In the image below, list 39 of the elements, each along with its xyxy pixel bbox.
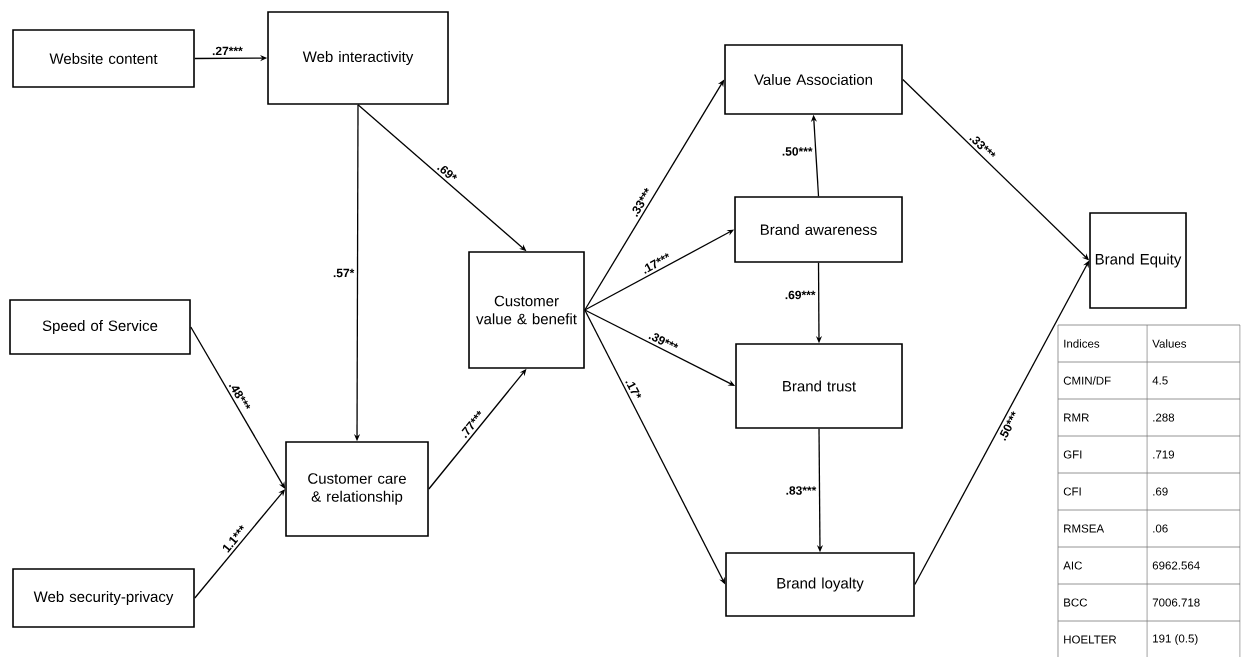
table-cell: CFI: [1063, 487, 1081, 496]
arrow: [190, 326, 286, 489]
process-box: Customer value & benefit: [468, 251, 585, 369]
edge-label: .39***: [648, 333, 679, 348]
edge-label: .57*: [333, 268, 355, 278]
table-cell: AIC: [1063, 561, 1082, 570]
process-box: Brand awareness: [734, 196, 903, 263]
edge-label: .27***: [212, 46, 243, 56]
table-cell: .06: [1153, 524, 1168, 533]
edge-label: .83***: [786, 486, 817, 495]
edge-label: .69*: [437, 165, 457, 179]
table-cell: 7006.718: [1152, 598, 1200, 607]
table-cell: .288: [1153, 413, 1175, 422]
edge-label: .50***: [782, 147, 813, 156]
process-box: Web interactivity: [267, 11, 449, 105]
process-box: Brand Equity: [1089, 212, 1187, 309]
process-box: Customer care & relationship: [285, 441, 429, 537]
table-cell: BCC: [1064, 598, 1088, 607]
table-cell: 6962.564: [1152, 561, 1200, 570]
edge-label: .50***: [999, 411, 1016, 441]
process-box: Value Association: [724, 44, 903, 115]
table-cell: RMSEA: [1064, 524, 1105, 533]
table-cell: HOELTER: [1064, 635, 1117, 644]
process-box: Web security-privacy: [12, 568, 195, 628]
process-box: Speed of Service: [9, 299, 191, 355]
table-cell: Values: [1152, 339, 1187, 348]
table-cell: RMR: [1064, 413, 1089, 422]
table-cell: 191 (0.5): [1153, 634, 1198, 645]
edge-label: .69***: [785, 290, 816, 300]
table-cell: .69: [1153, 487, 1168, 496]
edge-label: .17*: [625, 381, 642, 398]
table-cell: CMIN/DF: [1063, 376, 1111, 385]
process-box: Brand loyalty: [725, 552, 915, 617]
process-box: Website content: [12, 29, 195, 88]
process-box: Brand trust: [735, 343, 903, 429]
table-cell: Indices: [1064, 339, 1100, 348]
table-cell: GFI: [1063, 450, 1082, 459]
table-cell: .719: [1153, 450, 1175, 459]
table-cell: 4.5: [1152, 376, 1168, 385]
